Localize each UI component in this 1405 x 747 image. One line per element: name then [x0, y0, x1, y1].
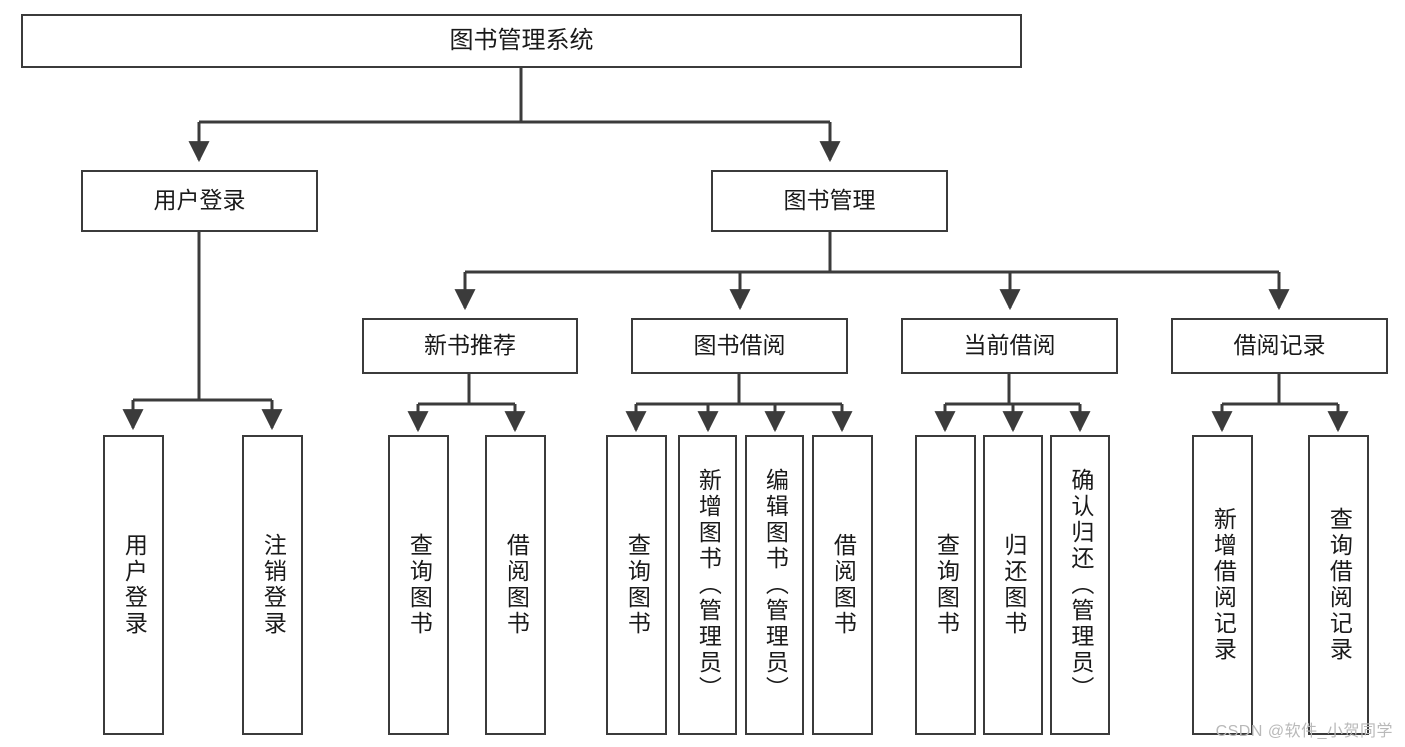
node-label: 借阅图书 [830, 533, 857, 637]
node-label: 借阅图书 [503, 533, 530, 637]
node-book-borrow[interactable]: 图书借阅 [631, 318, 848, 374]
node-label: 查询图书 [933, 533, 960, 637]
node-user-login[interactable]: 用户登录 [81, 170, 318, 232]
node-label: 查询图书 [624, 533, 651, 637]
leaf-user-login[interactable]: 用户登录 [103, 435, 164, 735]
leaf-query-book-borrow[interactable]: 查询图书 [606, 435, 667, 735]
node-label: 注销登录 [260, 533, 287, 637]
leaf-query-borrow-record[interactable]: 查询借阅记录 [1308, 435, 1369, 735]
node-label: 图书管理系统 [449, 26, 594, 54]
leaf-edit-book[interactable]: 编辑图书（管理员） [745, 435, 804, 735]
leaf-add-borrow-record[interactable]: 新增借阅记录 [1192, 435, 1253, 735]
node-label: 查询借阅记录 [1326, 507, 1353, 663]
leaf-confirm-return[interactable]: 确认归还（管理员） [1050, 435, 1110, 735]
csdn-watermark: CSDN @软件_小贺同学 [1215, 723, 1393, 740]
node-label: 当前借阅 [963, 332, 1056, 359]
node-label: 新增图书（管理员） [695, 468, 722, 702]
node-borrow-record[interactable]: 借阅记录 [1171, 318, 1388, 374]
leaf-borrow-book-borrow[interactable]: 借阅图书 [812, 435, 873, 735]
leaf-borrow-book-recommend[interactable]: 借阅图书 [485, 435, 546, 735]
node-label: 新增借阅记录 [1210, 507, 1237, 663]
node-label: 归还图书 [1000, 533, 1027, 637]
leaf-return-book[interactable]: 归还图书 [983, 435, 1043, 735]
node-book-manage[interactable]: 图书管理 [711, 170, 948, 232]
node-label: 编辑图书（管理员） [762, 468, 789, 702]
node-label: 借阅记录 [1233, 332, 1326, 359]
node-new-book-recommend[interactable]: 新书推荐 [362, 318, 578, 374]
node-current-borrow[interactable]: 当前借阅 [901, 318, 1118, 374]
leaf-query-book-current[interactable]: 查询图书 [915, 435, 976, 735]
leaf-query-book-recommend[interactable]: 查询图书 [388, 435, 449, 735]
node-label: 图书借阅 [693, 332, 786, 359]
node-label: 用户登录 [121, 533, 148, 637]
node-label: 查询图书 [406, 533, 433, 637]
node-label: 图书管理 [783, 187, 876, 214]
node-label: 用户登录 [153, 187, 246, 214]
leaf-logout-login[interactable]: 注销登录 [242, 435, 303, 735]
node-label: 新书推荐 [424, 332, 516, 359]
leaf-add-book[interactable]: 新增图书（管理员） [678, 435, 737, 735]
node-root-system[interactable]: 图书管理系统 [21, 14, 1022, 68]
node-label: 确认归还（管理员） [1067, 468, 1094, 702]
